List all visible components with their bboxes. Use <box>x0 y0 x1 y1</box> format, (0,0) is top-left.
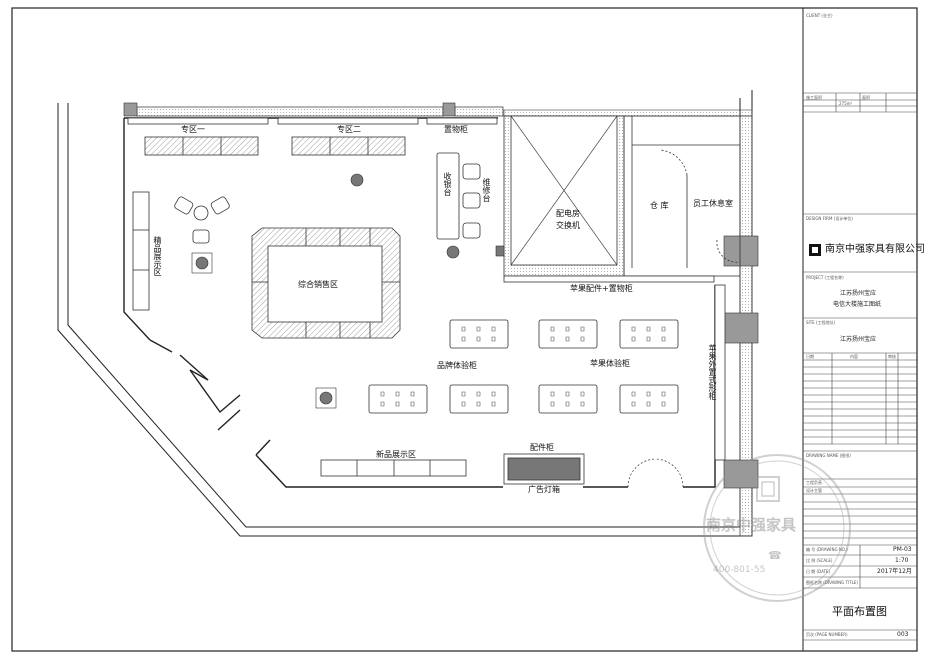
interior-walls <box>123 117 716 488</box>
cashier-desk <box>436 152 481 240</box>
tb-design-label: DESIGN FIRM (设计单位) <box>806 216 853 221</box>
table-device-marks <box>380 326 666 407</box>
tb-no-label: 编 号 (DRAWING NO.) <box>806 547 848 552</box>
label-zone-1: 专区一 <box>181 125 205 134</box>
tb-drawing-label: DRAWING NAME (图纸) <box>806 453 851 458</box>
tb-scale-value: 1:70 <box>895 557 909 564</box>
power-room <box>503 115 625 277</box>
title-block-grid <box>803 92 917 641</box>
tb-row-desc: 内容 <box>850 354 858 359</box>
tb-page-label: 页次 (PAGE NUMBER) <box>806 632 848 637</box>
tb-designer: 工程负责 <box>806 480 822 485</box>
left-display-unit <box>132 191 150 311</box>
tb-project-line1: 江苏扬州宝应 <box>840 290 877 297</box>
back-rooms <box>623 115 741 277</box>
tb-page-value: 003 <box>897 631 909 638</box>
label-warehouse: 仓 库 <box>650 201 669 210</box>
tb-area-3: 275m² <box>839 101 853 106</box>
tb-row-date: 日期 <box>806 354 814 359</box>
label-staff-room: 员工休息室 <box>693 199 733 208</box>
tb-client-label: CLIENT (业主) <box>806 13 833 18</box>
watermark-name: 南京中强家具 <box>706 516 797 534</box>
label-apple-experience: 苹果体验柜 <box>590 359 630 368</box>
tb-area-2: 面积 <box>862 95 870 100</box>
label-apple-wall-cabinet: 苹果外置式形柜 <box>708 344 717 400</box>
entrance-doors <box>627 458 684 488</box>
watermark-seal <box>703 454 851 602</box>
facade-segments <box>149 339 271 456</box>
tb-checker: 设计主管 <box>806 488 822 493</box>
tb-site-label: SITE (工程地址) <box>806 320 836 325</box>
apple-wall-cabinet <box>714 284 726 461</box>
parts-cabinet <box>503 453 585 485</box>
new-product-display <box>320 459 467 477</box>
label-cashier: 收银台 <box>443 172 452 196</box>
tb-area-1: 施工面积 <box>806 95 822 100</box>
columns <box>123 102 759 489</box>
tb-site-value: 江苏扬州宝应 <box>840 336 877 343</box>
label-display-area: 精品展示区 <box>153 236 162 276</box>
label-ad-box: 广告灯箱 <box>528 485 560 494</box>
top-wall-left <box>136 106 444 117</box>
top-wall-mid <box>454 106 504 117</box>
phone-icon: ☎ <box>768 549 782 562</box>
company-logo-inner <box>812 247 818 253</box>
tb-company: 南京中强家具有限公司 <box>825 244 925 255</box>
tb-date-value: 2017年12月 <box>877 568 912 575</box>
tb-row-by: 审核 <box>888 354 896 359</box>
tb-drawing-title: 平面布置图 <box>832 605 887 618</box>
tb-project-line2: 电信大楼施工图纸 <box>833 301 882 308</box>
label-exchange: 交换机 <box>556 221 580 230</box>
top-wall-right <box>503 109 753 117</box>
experience-tables <box>368 319 679 414</box>
tb-scale-label: 比 例 (SCALE) <box>806 558 833 563</box>
label-shelf-cabinet: 置物柜 <box>444 125 468 134</box>
tb-drawing-name-label: 图纸名称 (DRAWING TITLE) <box>806 580 858 585</box>
outer-frame <box>11 7 918 652</box>
watermark-phone: 400-801-55 <box>713 565 766 575</box>
label-power-room: 配电房 <box>556 209 580 218</box>
chair-cluster <box>174 196 230 244</box>
label-main-sales: 综合销售区 <box>298 280 338 289</box>
label-brand-experience: 品牌体验柜 <box>437 361 477 370</box>
apple-parts-cabinet <box>503 275 715 283</box>
label-apple-parts: 苹果配件+置物柜 <box>570 284 633 293</box>
pillars <box>191 173 460 409</box>
label-repair: 维修台 <box>482 178 491 202</box>
small-column <box>495 245 505 257</box>
label-new-display: 新品展示区 <box>376 450 416 459</box>
label-zone-2: 专区二 <box>337 125 361 134</box>
tb-project-label: PROJECT (工程名称) <box>806 275 844 280</box>
top-shelves <box>127 117 498 156</box>
tb-date-label: 日 期 (DATE) <box>806 569 831 574</box>
tb-no-value: PM-03 <box>893 546 912 553</box>
main-sales-island <box>251 227 401 339</box>
label-parts-cabinet: 配件柜 <box>530 443 554 452</box>
